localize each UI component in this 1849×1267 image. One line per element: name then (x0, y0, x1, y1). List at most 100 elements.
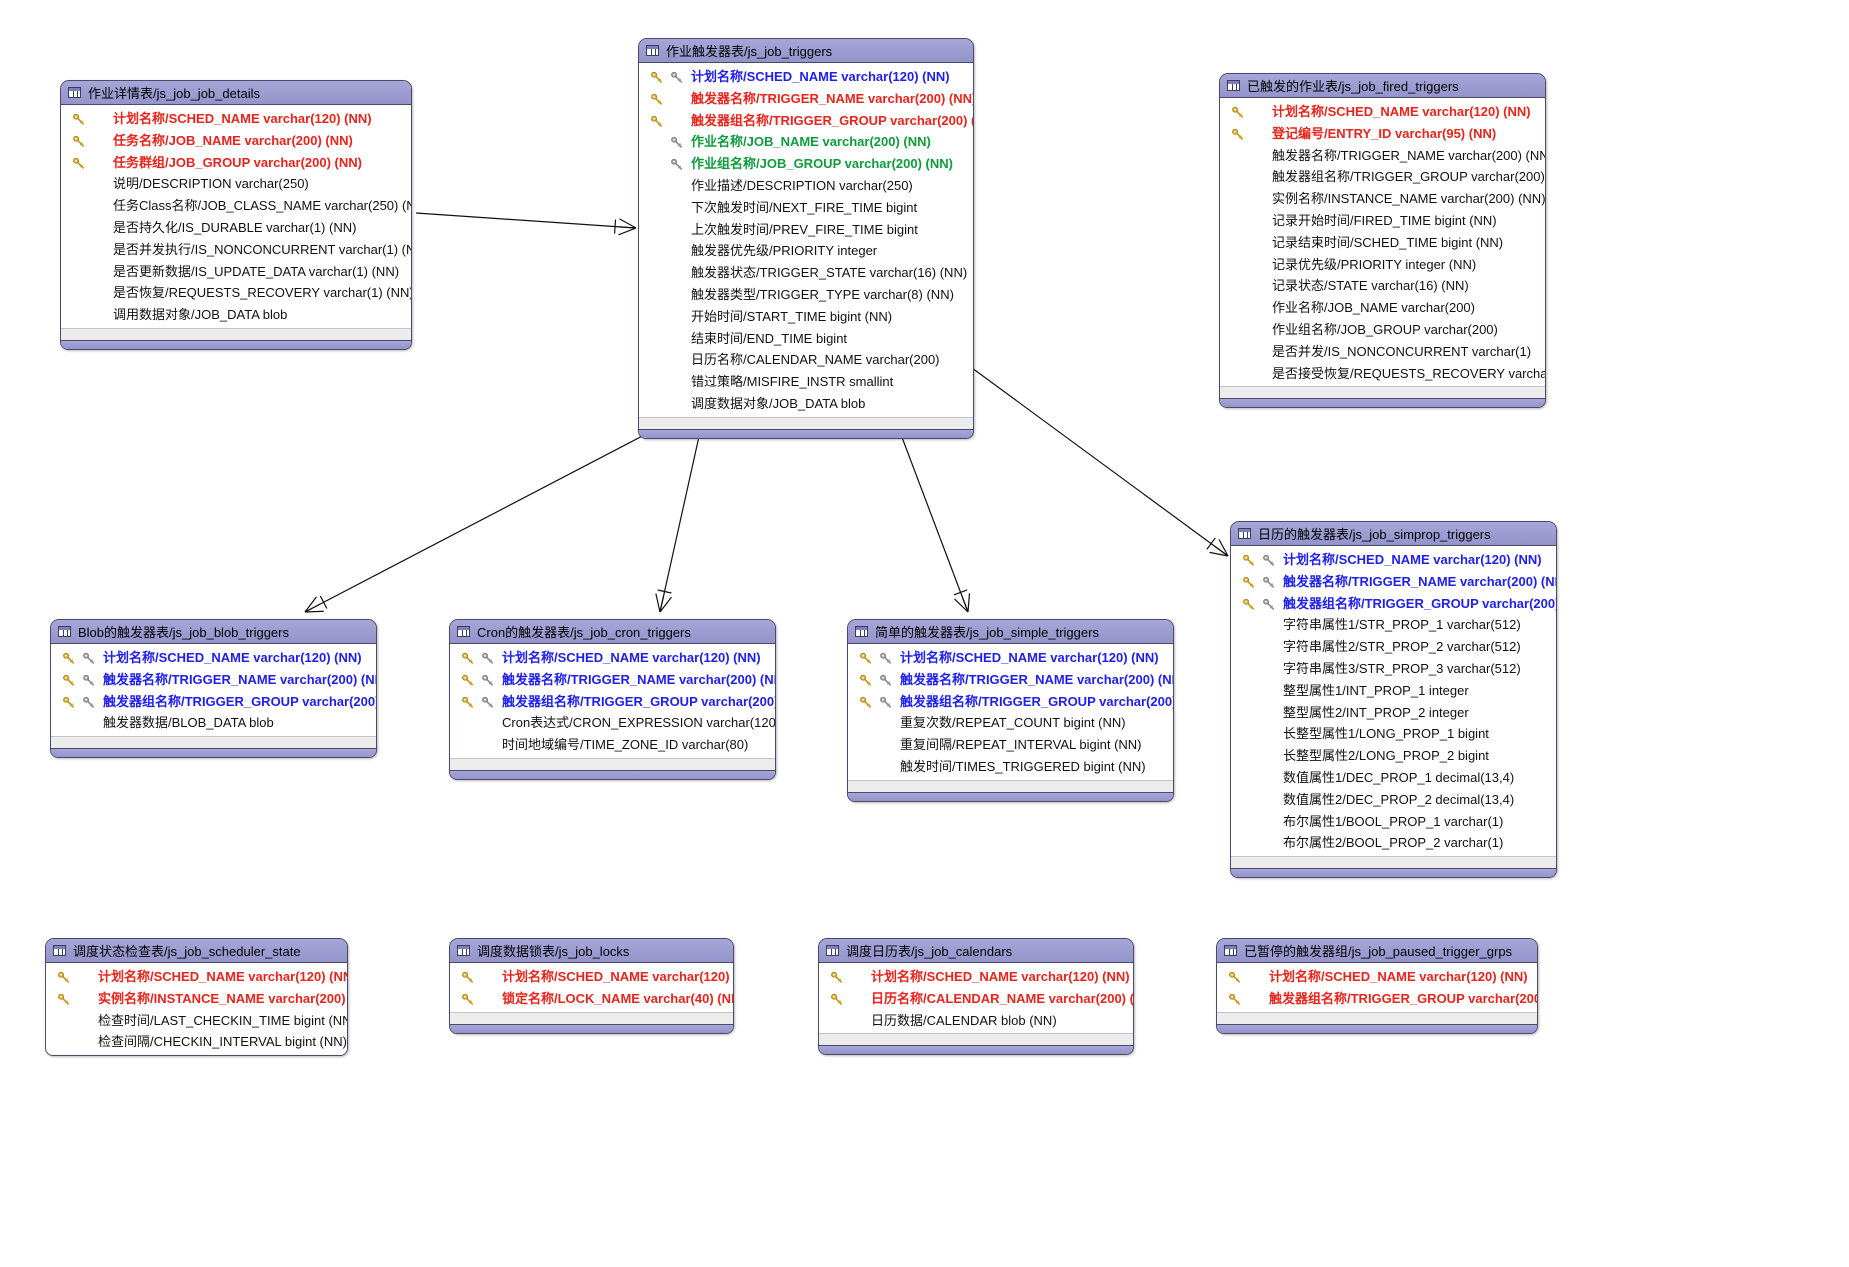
attribute-row[interactable]: 计划名称/SCHED_NAME varchar(120) (NN) (46, 966, 347, 988)
attribute-row[interactable]: 触发器优先级/PRIORITY integer (639, 240, 973, 262)
attribute-row[interactable]: 实例名称/INSTANCE_NAME varchar(200) (NN) (46, 988, 347, 1010)
attribute-row[interactable]: 错过策略/MISFIRE_INSTR smallint (639, 371, 973, 393)
attribute-row[interactable]: 日历名称/CALENDAR_NAME varchar(200) (639, 349, 973, 371)
attribute-row[interactable]: 长整型属性2/LONG_PROP_2 bigint (1231, 745, 1556, 767)
attribute-row[interactable]: 重复次数/REPEAT_COUNT bigint (NN) (848, 712, 1173, 734)
attribute-row[interactable]: 计划名称/SCHED_NAME varchar(120) (NN) (1231, 549, 1556, 571)
relationship-rel-triggers-simprop[interactable] (971, 367, 1229, 557)
attribute-row[interactable]: 计划名称/SCHED_NAME varchar(120) (NN) (450, 647, 775, 669)
attribute-row[interactable]: 检查间隔/CHECKIN_INTERVAL bigint (NN) (46, 1031, 347, 1053)
attribute-row[interactable]: 字符串属性3/STR_PROP_3 varchar(512) (1231, 658, 1556, 680)
entity-cron_triggers[interactable]: Cron的触发器表/js_job_cron_triggers 计划名称/SCHED… (449, 619, 776, 780)
attribute-row[interactable]: 日历名称/CALENDAR_NAME varchar(200) (NN) (819, 988, 1133, 1010)
attribute-row[interactable]: 触发器组名称/TRIGGER_GROUP varchar(200) (NN) (1217, 988, 1537, 1010)
attribute-row[interactable]: 任务群组/JOB_GROUP varchar(200) (NN) (61, 152, 411, 174)
attribute-row[interactable]: 作业组名称/JOB_GROUP varchar(200) (NN) (639, 153, 973, 175)
attribute-row[interactable]: 作业描述/DESCRIPTION varchar(250) (639, 175, 973, 197)
attribute-row[interactable]: 触发器名称/TRIGGER_NAME varchar(200) (NN) (51, 669, 376, 691)
attribute-row[interactable]: 是否恢复/REQUESTS_RECOVERY varchar(1) (NN) (61, 282, 411, 304)
attribute-row[interactable]: 实例名称/INSTANCE_NAME varchar(200) (NN) (1220, 188, 1545, 210)
attribute-row[interactable]: 是否并发/IS_NONCONCURRENT varchar(1) (1220, 341, 1545, 363)
attribute-row[interactable]: 触发器名称/TRIGGER_NAME varchar(200) (NN) (450, 669, 775, 691)
attribute-row[interactable]: 整型属性1/INT_PROP_1 integer (1231, 680, 1556, 702)
attribute-row[interactable]: 作业名称/JOB_NAME varchar(200) (NN) (639, 131, 973, 153)
attribute-row[interactable]: 数值属性1/DEC_PROP_1 decimal(13,4) (1231, 767, 1556, 789)
attribute-row[interactable]: 上次触发时间/PREV_FIRE_TIME bigint (639, 219, 973, 241)
attribute-label: 检查间隔/CHECKIN_INTERVAL bigint (NN) (98, 1034, 347, 1050)
attribute-row[interactable]: 触发器组名称/TRIGGER_GROUP varchar(200) (NN) (1220, 166, 1545, 188)
attribute-row[interactable]: 作业组名称/JOB_GROUP varchar(200) (1220, 319, 1545, 341)
relationship-rel-details-triggers[interactable] (415, 212, 637, 236)
attribute-row[interactable]: 任务Class名称/JOB_CLASS_NAME varchar(250) (N… (61, 195, 411, 217)
attribute-row[interactable]: 计划名称/SCHED_NAME varchar(120) (NN) (1217, 966, 1537, 988)
attribute-row[interactable]: 调用数据对象/JOB_DATA blob (61, 304, 411, 326)
attribute-row[interactable]: 计划名称/SCHED_NAME varchar(120) (NN) (819, 966, 1133, 988)
attribute-row[interactable]: 是否持久化/IS_DURABLE varchar(1) (NN) (61, 217, 411, 239)
attribute-row[interactable]: 记录结束时间/SCHED_TIME bigint (NN) (1220, 232, 1545, 254)
attribute-row[interactable]: 布尔属性2/BOOL_PROP_2 varchar(1) (1231, 832, 1556, 854)
attribute-row[interactable]: 作业名称/JOB_NAME varchar(200) (1220, 297, 1545, 319)
attribute-row[interactable]: 时间地域编号/TIME_ZONE_ID varchar(80) (450, 734, 775, 756)
attribute-row[interactable]: 调度数据对象/JOB_DATA blob (639, 393, 973, 415)
attribute-row[interactable]: 数值属性2/DEC_PROP_2 decimal(13,4) (1231, 789, 1556, 811)
attribute-row[interactable]: 触发器组名称/TRIGGER_GROUP varchar(200) (NN) (450, 691, 775, 713)
attribute-row[interactable]: 下次触发时间/NEXT_FIRE_TIME bigint (639, 197, 973, 219)
relationship-rel-triggers-blob[interactable] (304, 431, 651, 613)
attribute-row[interactable]: 触发器类型/TRIGGER_TYPE varchar(8) (NN) (639, 284, 973, 306)
attribute-row[interactable]: 字符串属性2/STR_PROP_2 varchar(512) (1231, 636, 1556, 658)
attribute-row[interactable]: 计划名称/SCHED_NAME varchar(120) (NN) (639, 66, 973, 88)
attribute-row[interactable]: 触发器名称/TRIGGER_NAME varchar(200) (NN) (848, 669, 1173, 691)
attribute-row[interactable]: 计划名称/SCHED_NAME varchar(120) (NN) (450, 966, 733, 988)
attribute-row[interactable]: 是否并发执行/IS_NONCONCURRENT varchar(1) (NN) (61, 239, 411, 261)
attribute-row[interactable]: 是否更新数据/IS_UPDATE_DATA varchar(1) (NN) (61, 261, 411, 283)
attribute-row[interactable]: 记录状态/STATE varchar(16) (NN) (1220, 275, 1545, 297)
attribute-row[interactable]: 检查时间/LAST_CHECKIN_TIME bigint (NN) (46, 1010, 347, 1032)
attribute-row[interactable]: 锁定名称/LOCK_NAME varchar(40) (NN) (450, 988, 733, 1010)
attribute-row[interactable]: 触发器数据/BLOB_DATA blob (51, 712, 376, 734)
attribute-row[interactable]: 计划名称/SCHED_NAME varchar(120) (NN) (61, 108, 411, 130)
relationship-rel-triggers-simple[interactable] (899, 431, 971, 613)
attribute-row[interactable]: 计划名称/SCHED_NAME varchar(120) (NN) (1220, 101, 1545, 123)
attribute-row[interactable]: 登记编号/ENTRY_ID varchar(95) (NN) (1220, 123, 1545, 145)
attribute-row[interactable]: 触发时间/TIMES_TRIGGERED bigint (NN) (848, 756, 1173, 778)
attribute-row[interactable]: 触发器名称/TRIGGER_NAME varchar(200) (NN) (1231, 571, 1556, 593)
attribute-row[interactable]: 开始时间/START_TIME bigint (NN) (639, 306, 973, 328)
attribute-row[interactable]: 日历数据/CALENDAR blob (NN) (819, 1010, 1133, 1032)
attribute-row[interactable]: 布尔属性1/BOOL_PROP_1 varchar(1) (1231, 811, 1556, 833)
attribute-row[interactable]: 是否接受恢复/REQUESTS_RECOVERY varchar(1) (1220, 363, 1545, 385)
attribute-row[interactable]: 触发器状态/TRIGGER_STATE varchar(16) (NN) (639, 262, 973, 284)
attribute-row[interactable]: 触发器组名称/TRIGGER_GROUP varchar(200) (NN) (51, 691, 376, 713)
attribute-row[interactable]: 触发器组名称/TRIGGER_GROUP varchar(200) (NN) (1231, 593, 1556, 615)
attribute-row[interactable]: 计划名称/SCHED_NAME varchar(120) (NN) (51, 647, 376, 669)
attribute-row[interactable]: 说明/DESCRIPTION varchar(250) (61, 173, 411, 195)
entity-footer-bar (639, 428, 973, 438)
attribute-row[interactable]: Cron表达式/CRON_EXPRESSION varchar(120) (NN… (450, 712, 775, 734)
relationship-rel-triggers-cron[interactable] (655, 431, 701, 613)
attribute-row[interactable]: 长整型属性1/LONG_PROP_1 bigint (1231, 723, 1556, 745)
attribute-row[interactable]: 触发器名称/TRIGGER_NAME varchar(200) (NN) (1220, 145, 1545, 167)
table-icon (826, 945, 839, 956)
attribute-row[interactable]: 整型属性2/INT_PROP_2 integer (1231, 702, 1556, 724)
attribute-row[interactable]: 记录优先级/PRIORITY integer (NN) (1220, 254, 1545, 276)
attribute-row[interactable]: 触发器名称/TRIGGER_NAME varchar(200) (NN) (639, 88, 973, 110)
attribute-row[interactable]: 任务名称/JOB_NAME varchar(200) (NN) (61, 130, 411, 152)
attribute-row[interactable]: 触发器组名称/TRIGGER_GROUP varchar(200) (NN) (639, 110, 973, 132)
foreign-key-icon (667, 153, 687, 175)
attribute-row[interactable]: 字符串属性1/STR_PROP_1 varchar(512) (1231, 614, 1556, 636)
attribute-row[interactable]: 记录开始时间/FIRED_TIME bigint (NN) (1220, 210, 1545, 232)
attribute-row[interactable]: 重复间隔/REPEAT_INTERVAL bigint (NN) (848, 734, 1173, 756)
attribute-row[interactable]: 结束时间/END_TIME bigint (639, 328, 973, 350)
attribute-row[interactable]: 计划名称/SCHED_NAME varchar(120) (NN) (848, 647, 1173, 669)
attribute-row[interactable]: 触发器组名称/TRIGGER_GROUP varchar(200) (NN) (848, 691, 1173, 713)
entity-title-cron_triggers: Cron的触发器表/js_job_cron_triggers (450, 620, 775, 644)
